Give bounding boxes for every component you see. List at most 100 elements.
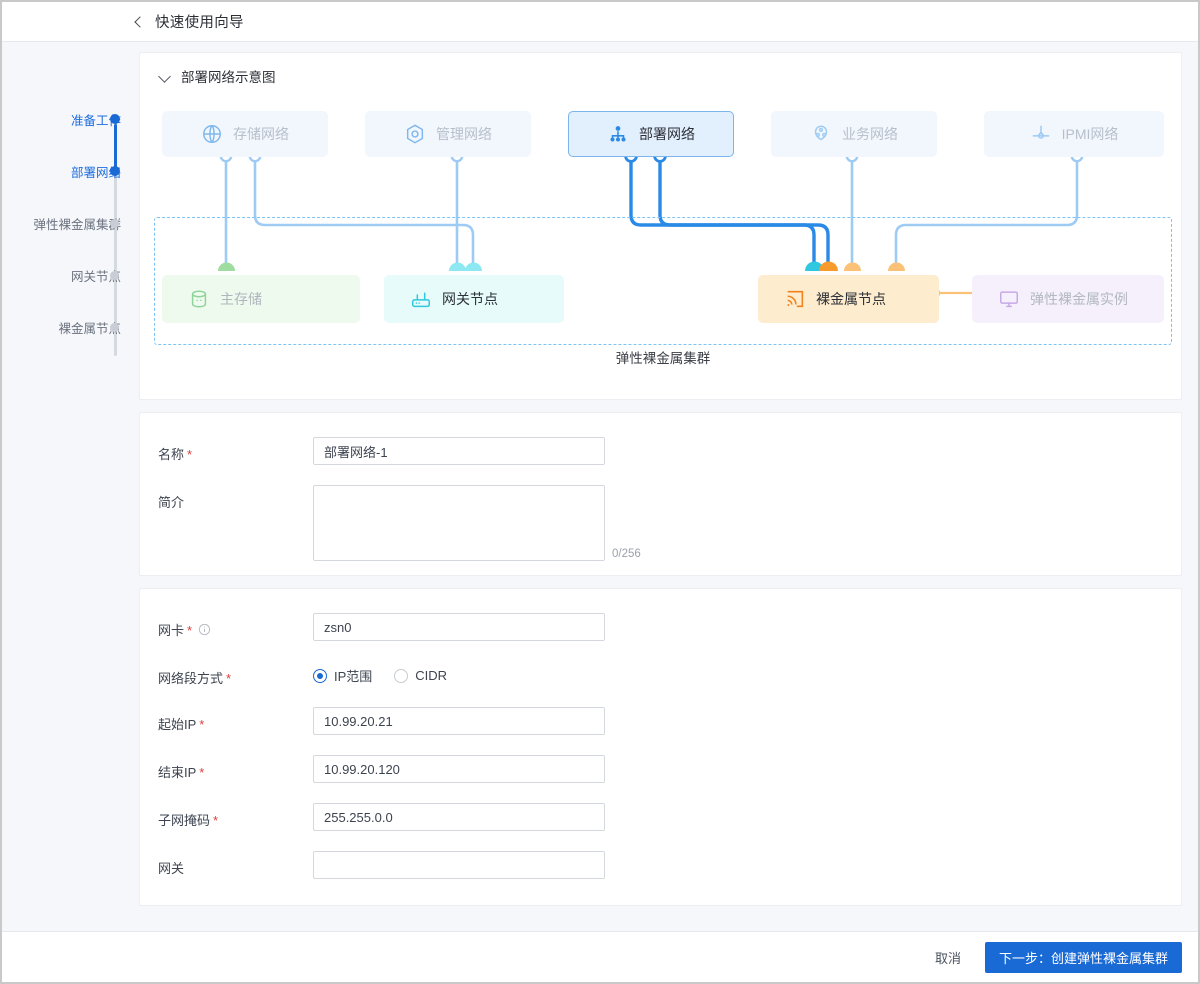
radio-dot: [394, 668, 409, 683]
node-ebm-instance[interactable]: 弹性裸金属实例: [972, 275, 1164, 323]
field-label-segment-mode: 网络段方式 *: [158, 661, 313, 687]
required-marker: *: [226, 671, 232, 686]
cluster-label: 弹性裸金属集群: [615, 351, 711, 366]
info-circle-icon[interactable]: [198, 623, 211, 636]
monitor-icon: [1000, 291, 1018, 308]
step-label: 部署网络: [70, 165, 121, 180]
node-gateway[interactable]: 网关节点: [384, 275, 564, 323]
stepper-rail-pending: [114, 176, 117, 356]
label-text: 网卡: [158, 623, 185, 638]
label-text: 简介: [158, 495, 185, 510]
step-dot: [110, 270, 119, 280]
gateway-input[interactable]: [313, 851, 605, 879]
description-wrap: 0/256: [313, 485, 641, 561]
ipmi-anchor-icon: [1032, 125, 1049, 139]
field-label-name: 名称 *: [158, 437, 313, 463]
sidebar-item-bare-metal-node[interactable]: 裸金属节点: [2, 318, 131, 336]
cancel-button[interactable]: 取消: [929, 947, 967, 968]
form-row-segment-mode: 网络段方式 * IP范围 CIDR: [140, 661, 1181, 687]
network-card-management[interactable]: 管理网络: [365, 111, 531, 157]
node-label: 网关节点: [442, 291, 498, 307]
description-textarea[interactable]: [313, 485, 605, 561]
radio-cidr[interactable]: CIDR: [394, 668, 447, 683]
step-dot: [110, 218, 119, 228]
hexagon-target-icon: [406, 124, 424, 144]
required-marker: *: [213, 813, 219, 828]
step-label: 弹性裸金属集群: [33, 217, 121, 232]
step-dot: [109, 166, 120, 176]
field-label-nic: 网卡 *: [158, 613, 313, 639]
globe-icon: [203, 125, 221, 143]
diagram-card: 部署网络示意图: [139, 52, 1182, 400]
step-dot: [109, 114, 120, 124]
cluster-boundary: [154, 217, 1172, 345]
radio-label: IP范围: [334, 669, 373, 684]
field-label-gateway: 网关: [158, 851, 313, 877]
form-row-netmask: 子网掩码 *: [140, 803, 1181, 831]
required-marker: *: [187, 447, 193, 462]
network-card-deploy[interactable]: 部署网络: [568, 111, 734, 157]
sidebar-item-ebm-cluster[interactable]: 弹性裸金属集群: [2, 214, 131, 232]
form-row-gateway: 网关: [140, 851, 1181, 879]
network-card-label: 部署网络: [639, 126, 695, 142]
chevron-down-icon[interactable]: [158, 69, 172, 83]
diagram-header[interactable]: 部署网络示意图: [140, 53, 1181, 99]
wizard-stepper: 准备工作 部署网络 弹性裸金属集群 网关节点 裸金属节点: [2, 42, 131, 931]
radio-label: CIDR: [415, 668, 448, 683]
form-row-nic: 网卡 *: [140, 613, 1181, 641]
nic-input[interactable]: [313, 613, 605, 641]
label-text: 名称: [158, 447, 185, 462]
form-row-start-ip: 起始IP *: [140, 707, 1181, 735]
netmask-input[interactable]: [313, 803, 605, 831]
field-label-description: 简介: [158, 485, 313, 511]
node-label: 裸金属节点: [816, 291, 886, 307]
node-primary-storage[interactable]: 主存储: [162, 275, 360, 323]
cast-signal-icon: [787, 290, 804, 308]
form-row-name: 名称 *: [140, 437, 1181, 465]
label-text: 子网掩码: [158, 813, 211, 828]
basic-info-card: 名称 * 简介 0/256: [139, 412, 1182, 576]
node-bare-metal[interactable]: 裸金属节点: [758, 275, 939, 323]
database-icon: [191, 290, 207, 308]
footer-bar: 取消 下一步：创建弹性裸金属集群: [2, 931, 1198, 982]
network-card-business[interactable]: 业务网络: [771, 111, 937, 157]
network-card-storage[interactable]: 存储网络: [162, 111, 328, 157]
network-settings-card: 网卡 * 网络段方式 *: [139, 588, 1182, 906]
stepper-rail-done: [114, 124, 117, 176]
sitemap-icon: [610, 126, 626, 142]
diagram-title: 部署网络示意图: [181, 70, 276, 85]
form-row-end-ip: 结束IP *: [140, 755, 1181, 783]
router-icon: [412, 292, 430, 308]
network-topology-diagram: 存储网络 管理网络: [154, 99, 1172, 395]
node-label: 主存储: [220, 291, 262, 307]
radio-dot: [313, 668, 327, 683]
char-counter: 0/256: [612, 548, 641, 560]
step-dot: [110, 322, 119, 332]
network-card-label: 管理网络: [436, 126, 492, 142]
sidebar-item-gateway-node[interactable]: 网关节点: [2, 266, 131, 284]
end-ip-input[interactable]: [313, 755, 605, 783]
required-marker: *: [199, 717, 205, 732]
segment-mode-radio-group: IP范围 CIDR: [313, 661, 447, 685]
step-label: 裸金属节点: [58, 321, 121, 336]
step-label: 网关节点: [70, 269, 121, 284]
start-ip-input[interactable]: [313, 707, 605, 735]
network-card-label: IPMI网络: [1061, 126, 1119, 142]
label-text: 网关: [158, 861, 185, 876]
cloud-nodes-icon: [814, 125, 828, 141]
required-marker: *: [199, 765, 205, 780]
chevron-left-icon[interactable]: [131, 15, 145, 29]
network-card-label: 存储网络: [233, 126, 289, 142]
required-marker: *: [187, 623, 193, 638]
sidebar-item-deploy-network[interactable]: 部署网络: [2, 162, 131, 180]
next-step-button[interactable]: 下一步：创建弹性裸金属集群: [984, 941, 1182, 973]
sidebar-item-preparation[interactable]: 准备工作: [2, 110, 131, 128]
name-input[interactable]: [313, 437, 605, 465]
label-text: 网络段方式: [158, 671, 224, 686]
page-body: 准备工作 部署网络 弹性裸金属集群 网关节点 裸金属节点: [2, 42, 1198, 931]
label-text: 起始IP: [158, 717, 197, 732]
page-title: 快速使用向导: [155, 15, 244, 31]
radio-ip-range[interactable]: IP范围: [313, 666, 372, 685]
network-card-ipmi[interactable]: IPMI网络: [984, 111, 1164, 157]
top-bar: 快速使用向导: [2, 2, 1198, 42]
